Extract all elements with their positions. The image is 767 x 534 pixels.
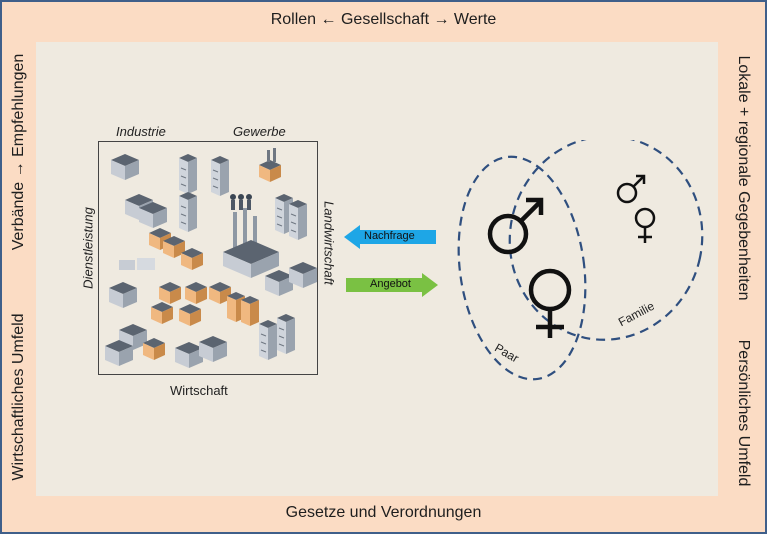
right-top-context-label: Lokale + regionale Gegebenheiten <box>735 55 752 301</box>
landwirtschaft-label: Landwirtschaft <box>321 201 337 285</box>
nachfrage-label: Nachfrage <box>364 230 415 242</box>
left-bottom-context-label: Wirtschaftliches Umfeld <box>10 313 27 481</box>
small-male-icon <box>616 174 646 204</box>
gewerbe-label: Gewerbe <box>233 124 286 139</box>
small-female-icon <box>634 207 656 243</box>
angebot-label: Angebot <box>370 278 411 290</box>
bottom-context-label: Gesetze und Verordnungen <box>285 504 482 521</box>
familie-set-outline <box>508 140 704 341</box>
wirtschaft-label: Wirtschaft <box>170 383 228 398</box>
industrie-label: Industrie <box>116 124 166 139</box>
buildings-illustration <box>105 148 317 368</box>
top-context-label: Rollen ← Gesellschaft → Werte <box>270 11 497 28</box>
left-top-context-label: Verbände → Empfehlungen <box>10 53 27 251</box>
male-icon <box>487 197 544 255</box>
relationship-sets <box>457 140 704 381</box>
dienstleistung-label: Dienstleistung <box>80 207 96 289</box>
nachfrage-arrow <box>344 225 436 249</box>
female-icon <box>528 268 572 338</box>
right-bottom-context-label: Persönliches Umfeld <box>735 339 752 487</box>
economy-box <box>98 141 318 375</box>
angebot-arrow <box>346 273 438 297</box>
paar-set-outline <box>457 155 587 381</box>
